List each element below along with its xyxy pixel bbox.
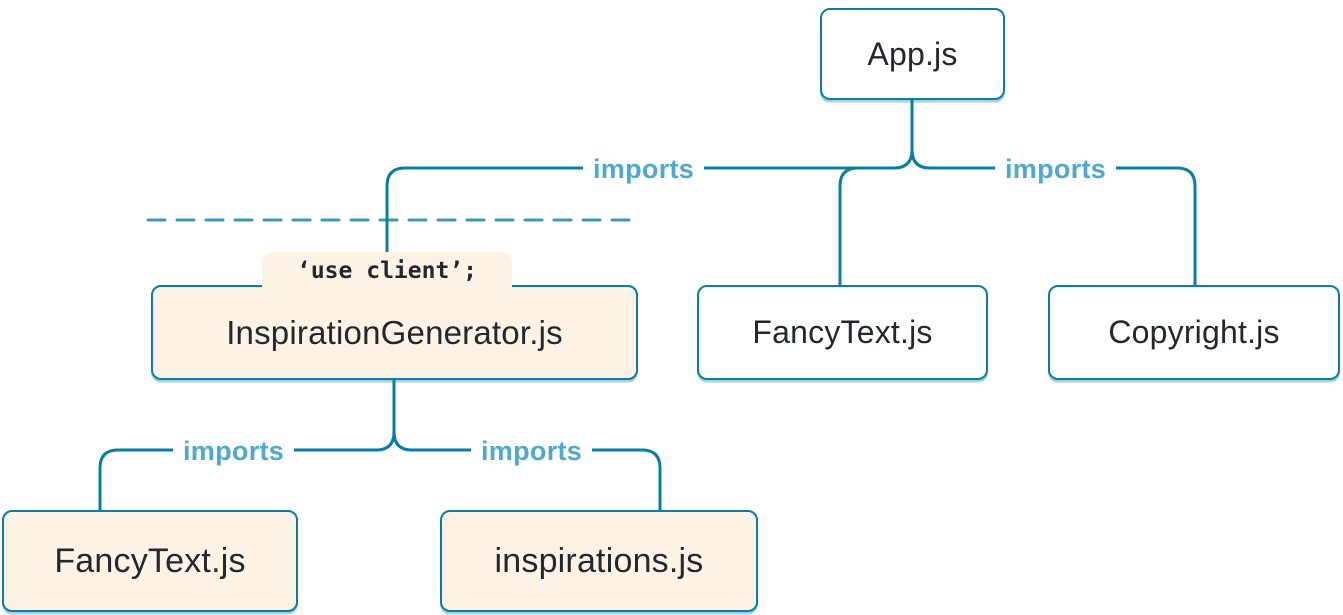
node-inspiration-generator: InspirationGenerator.js (151, 285, 638, 380)
node-fancy-text-bottom-label: FancyText.js (54, 541, 246, 580)
node-app: App.js (820, 8, 1005, 100)
node-fancy-text-top-label: FancyText.js (752, 314, 933, 350)
edge-inspiration-generator-to-inspirations (392, 430, 662, 512)
node-copyright: Copyright.js (1048, 285, 1340, 380)
edge-label-imports-app-copyright: imports (995, 153, 1117, 185)
node-copyright-label: Copyright.js (1108, 314, 1280, 350)
edge-app-to-copyright (910, 148, 1197, 287)
edge-label-imports-inspiration-generator-inspirations: imports (471, 435, 593, 467)
use-client-directive-text: ‘use client’; (296, 258, 477, 284)
node-fancy-text-bottom: FancyText.js (2, 510, 298, 612)
use-client-directive-badge: ‘use client’; (262, 252, 512, 290)
node-inspirations: inspirations.js (440, 510, 758, 612)
edge-label-imports-app-inspiration-generator: imports (583, 153, 705, 185)
edge-app-to-fancy-text (838, 166, 860, 287)
node-fancy-text-top: FancyText.js (697, 285, 988, 380)
node-inspiration-generator-label: InspirationGenerator.js (226, 313, 563, 351)
edge-label-imports-inspiration-generator-fancy-text: imports (173, 435, 295, 467)
node-inspirations-label: inspirations.js (494, 541, 704, 580)
node-app-label: App.js (867, 35, 958, 72)
